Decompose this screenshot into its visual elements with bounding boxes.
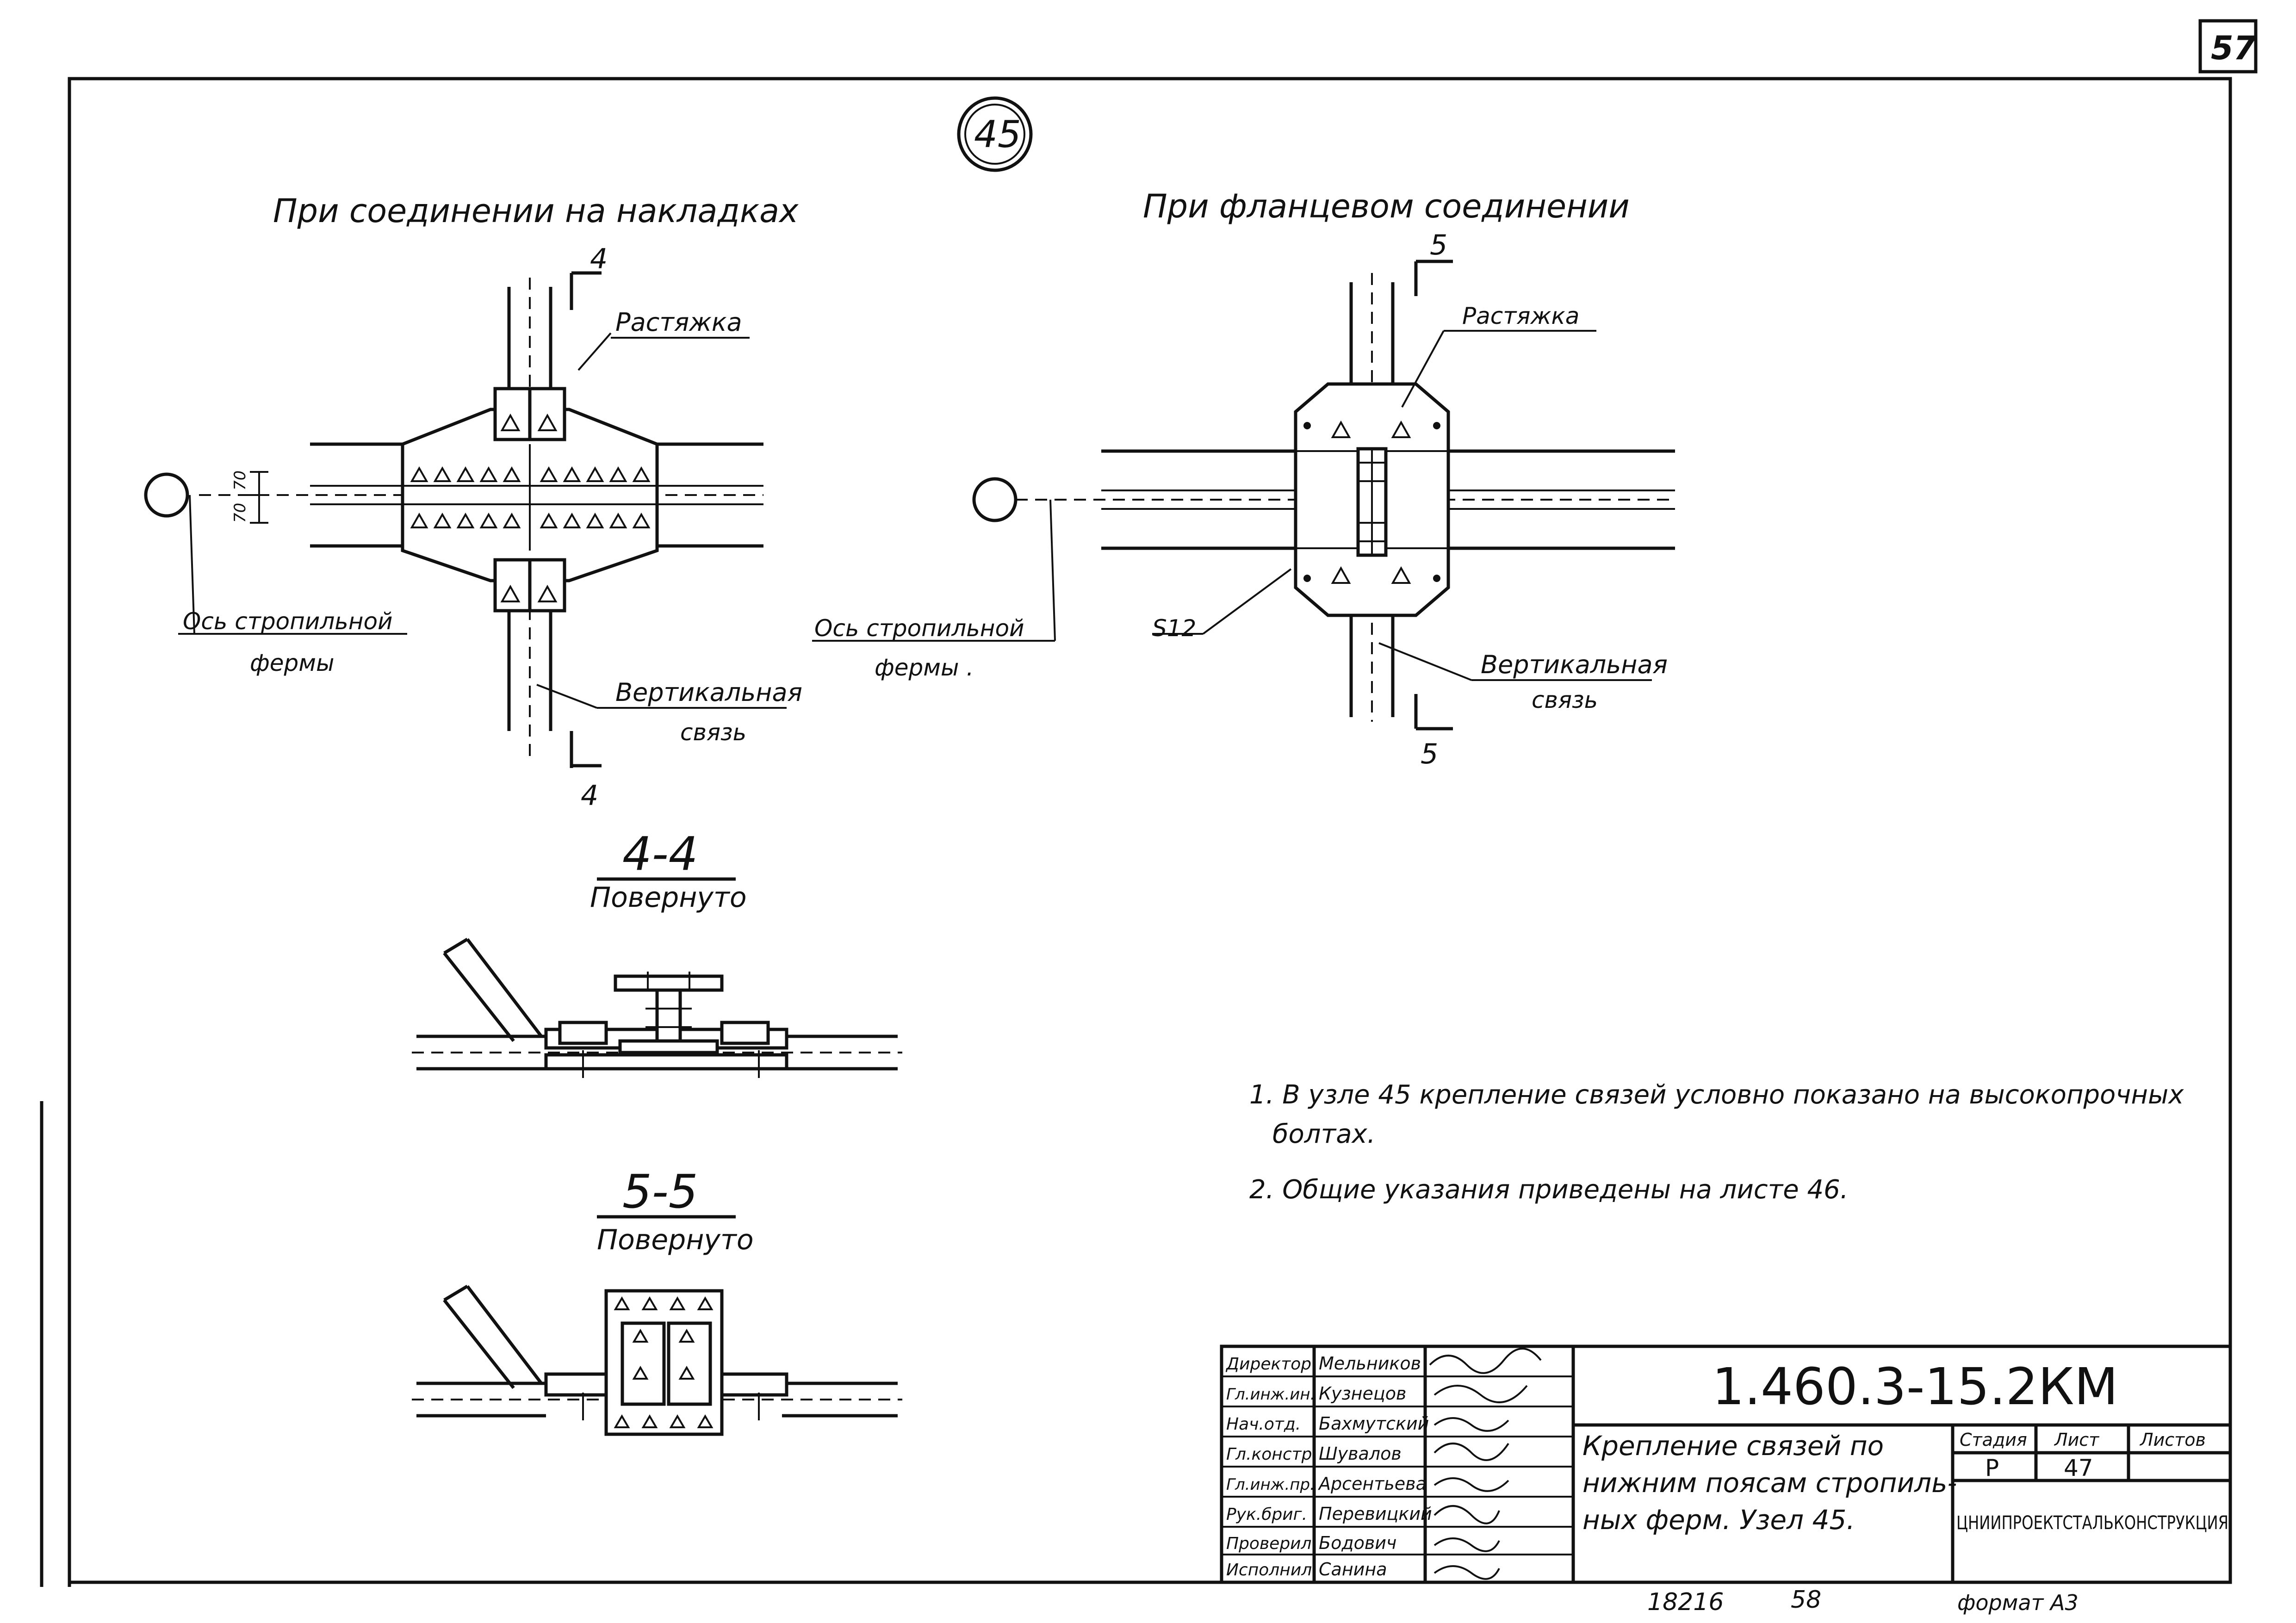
document-code: 1.460.3-15.2КМ bbox=[1712, 1357, 2118, 1416]
note-2: 2. Общие указания приведены на листе 46. bbox=[1249, 1175, 1849, 1205]
right-vertical-label-2: связь bbox=[1532, 687, 1598, 713]
node-number: 45 bbox=[974, 113, 1021, 156]
section-5-5-subtitle: Повернуто bbox=[597, 1224, 754, 1256]
right-axis-label-2: фермы . bbox=[875, 654, 974, 681]
right-view-title: При фланцевом соединении bbox=[1143, 187, 1630, 225]
right-view bbox=[812, 260, 1675, 731]
title-line-1: Крепление связей по bbox=[1582, 1430, 1884, 1462]
sheet-label: Лист bbox=[2054, 1430, 2100, 1450]
title-line-3: ных ферм. Узел 45. bbox=[1582, 1504, 1855, 1536]
organization: ЦНИИПРОЕКТСТАЛЬКОНСТРУКЦИЯ bbox=[1956, 1512, 2228, 1534]
right-axis-label-1: Ось стропильной bbox=[814, 615, 1024, 642]
page-number: 57 bbox=[2211, 29, 2256, 67]
role-2: Нач.отд. bbox=[1226, 1415, 1301, 1434]
section-4-4-title: 4-4 bbox=[622, 827, 698, 881]
left-view bbox=[144, 271, 787, 768]
name-5: Перевицкий bbox=[1319, 1504, 1432, 1524]
name-4: Арсентьева bbox=[1317, 1474, 1427, 1494]
cut-5-top: 5 bbox=[1430, 229, 1447, 261]
role-1: Гл.инж.ин. bbox=[1226, 1385, 1315, 1404]
stage-label: Стадия bbox=[1960, 1430, 2027, 1450]
section-5-5-title: 5-5 bbox=[622, 1165, 698, 1219]
section-4-4-detail bbox=[412, 937, 902, 1078]
right-stretch-label: Растяжка bbox=[1462, 303, 1579, 329]
bottom-number-2: 58 bbox=[1791, 1586, 1821, 1614]
cut-4-top: 4 bbox=[590, 243, 608, 275]
page-number-box bbox=[2198, 19, 2258, 74]
format-label: формат А3 bbox=[1957, 1590, 2079, 1615]
cut-5-bottom: 5 bbox=[1421, 738, 1438, 770]
section-5-5-detail bbox=[412, 1284, 902, 1436]
name-6: Бодович bbox=[1319, 1533, 1396, 1553]
s12-label: S12 bbox=[1152, 615, 1196, 642]
left-axis-label-2: фермы bbox=[250, 650, 334, 676]
left-vertical-label-2: связь bbox=[680, 719, 746, 746]
sheets-label: Листов bbox=[2139, 1430, 2206, 1450]
node-marker bbox=[957, 96, 1033, 172]
left-stretch-label: Растяжка bbox=[615, 308, 742, 337]
bottom-number-1: 18216 bbox=[1647, 1588, 1724, 1616]
name-0: Мельников bbox=[1319, 1353, 1421, 1374]
role-3: Гл.констр. bbox=[1226, 1445, 1317, 1464]
name-3: Шувалов bbox=[1319, 1443, 1402, 1464]
left-axis-marker bbox=[144, 472, 189, 518]
note-1-line-2: болтах. bbox=[1272, 1119, 1375, 1149]
sheet-value: 47 bbox=[2064, 1455, 2093, 1481]
cut-4-bottom: 4 bbox=[581, 780, 598, 812]
name-1: Кузнецов bbox=[1319, 1383, 1406, 1404]
stage-value: Р bbox=[1985, 1455, 1999, 1481]
role-5: Рук.бриг. bbox=[1226, 1505, 1307, 1524]
left-axis-label-1: Ось стропильной bbox=[183, 608, 393, 635]
left-dim-70-a: 70 bbox=[231, 471, 249, 490]
role-4: Гл.инж.пр. bbox=[1226, 1475, 1315, 1494]
title-line-2: нижним поясам стропиль- bbox=[1582, 1467, 1957, 1499]
right-vertical-label-1: Вертикальная bbox=[1481, 650, 1668, 679]
section-4-4-subtitle: Повернуто bbox=[590, 881, 747, 914]
name-7: Санина bbox=[1319, 1559, 1387, 1580]
left-dim-70-b: 70 bbox=[231, 503, 249, 523]
title-block bbox=[1220, 1344, 2232, 1584]
sheet-frame bbox=[68, 77, 2232, 1584]
node-marker-inner bbox=[964, 104, 1025, 165]
right-axis-marker bbox=[972, 477, 1018, 522]
role-0: Директор bbox=[1225, 1355, 1311, 1374]
left-vertical-label-1: Вертикальная bbox=[615, 678, 802, 707]
role-7: Исполнил bbox=[1226, 1561, 1312, 1580]
note-1-line-1: 1. В узле 45 крепление связей условно по… bbox=[1249, 1080, 2184, 1110]
name-2: Бахмутский bbox=[1319, 1413, 1429, 1434]
left-view-title: При соединении на накладках bbox=[273, 192, 799, 230]
role-6: Проверил bbox=[1226, 1534, 1312, 1553]
